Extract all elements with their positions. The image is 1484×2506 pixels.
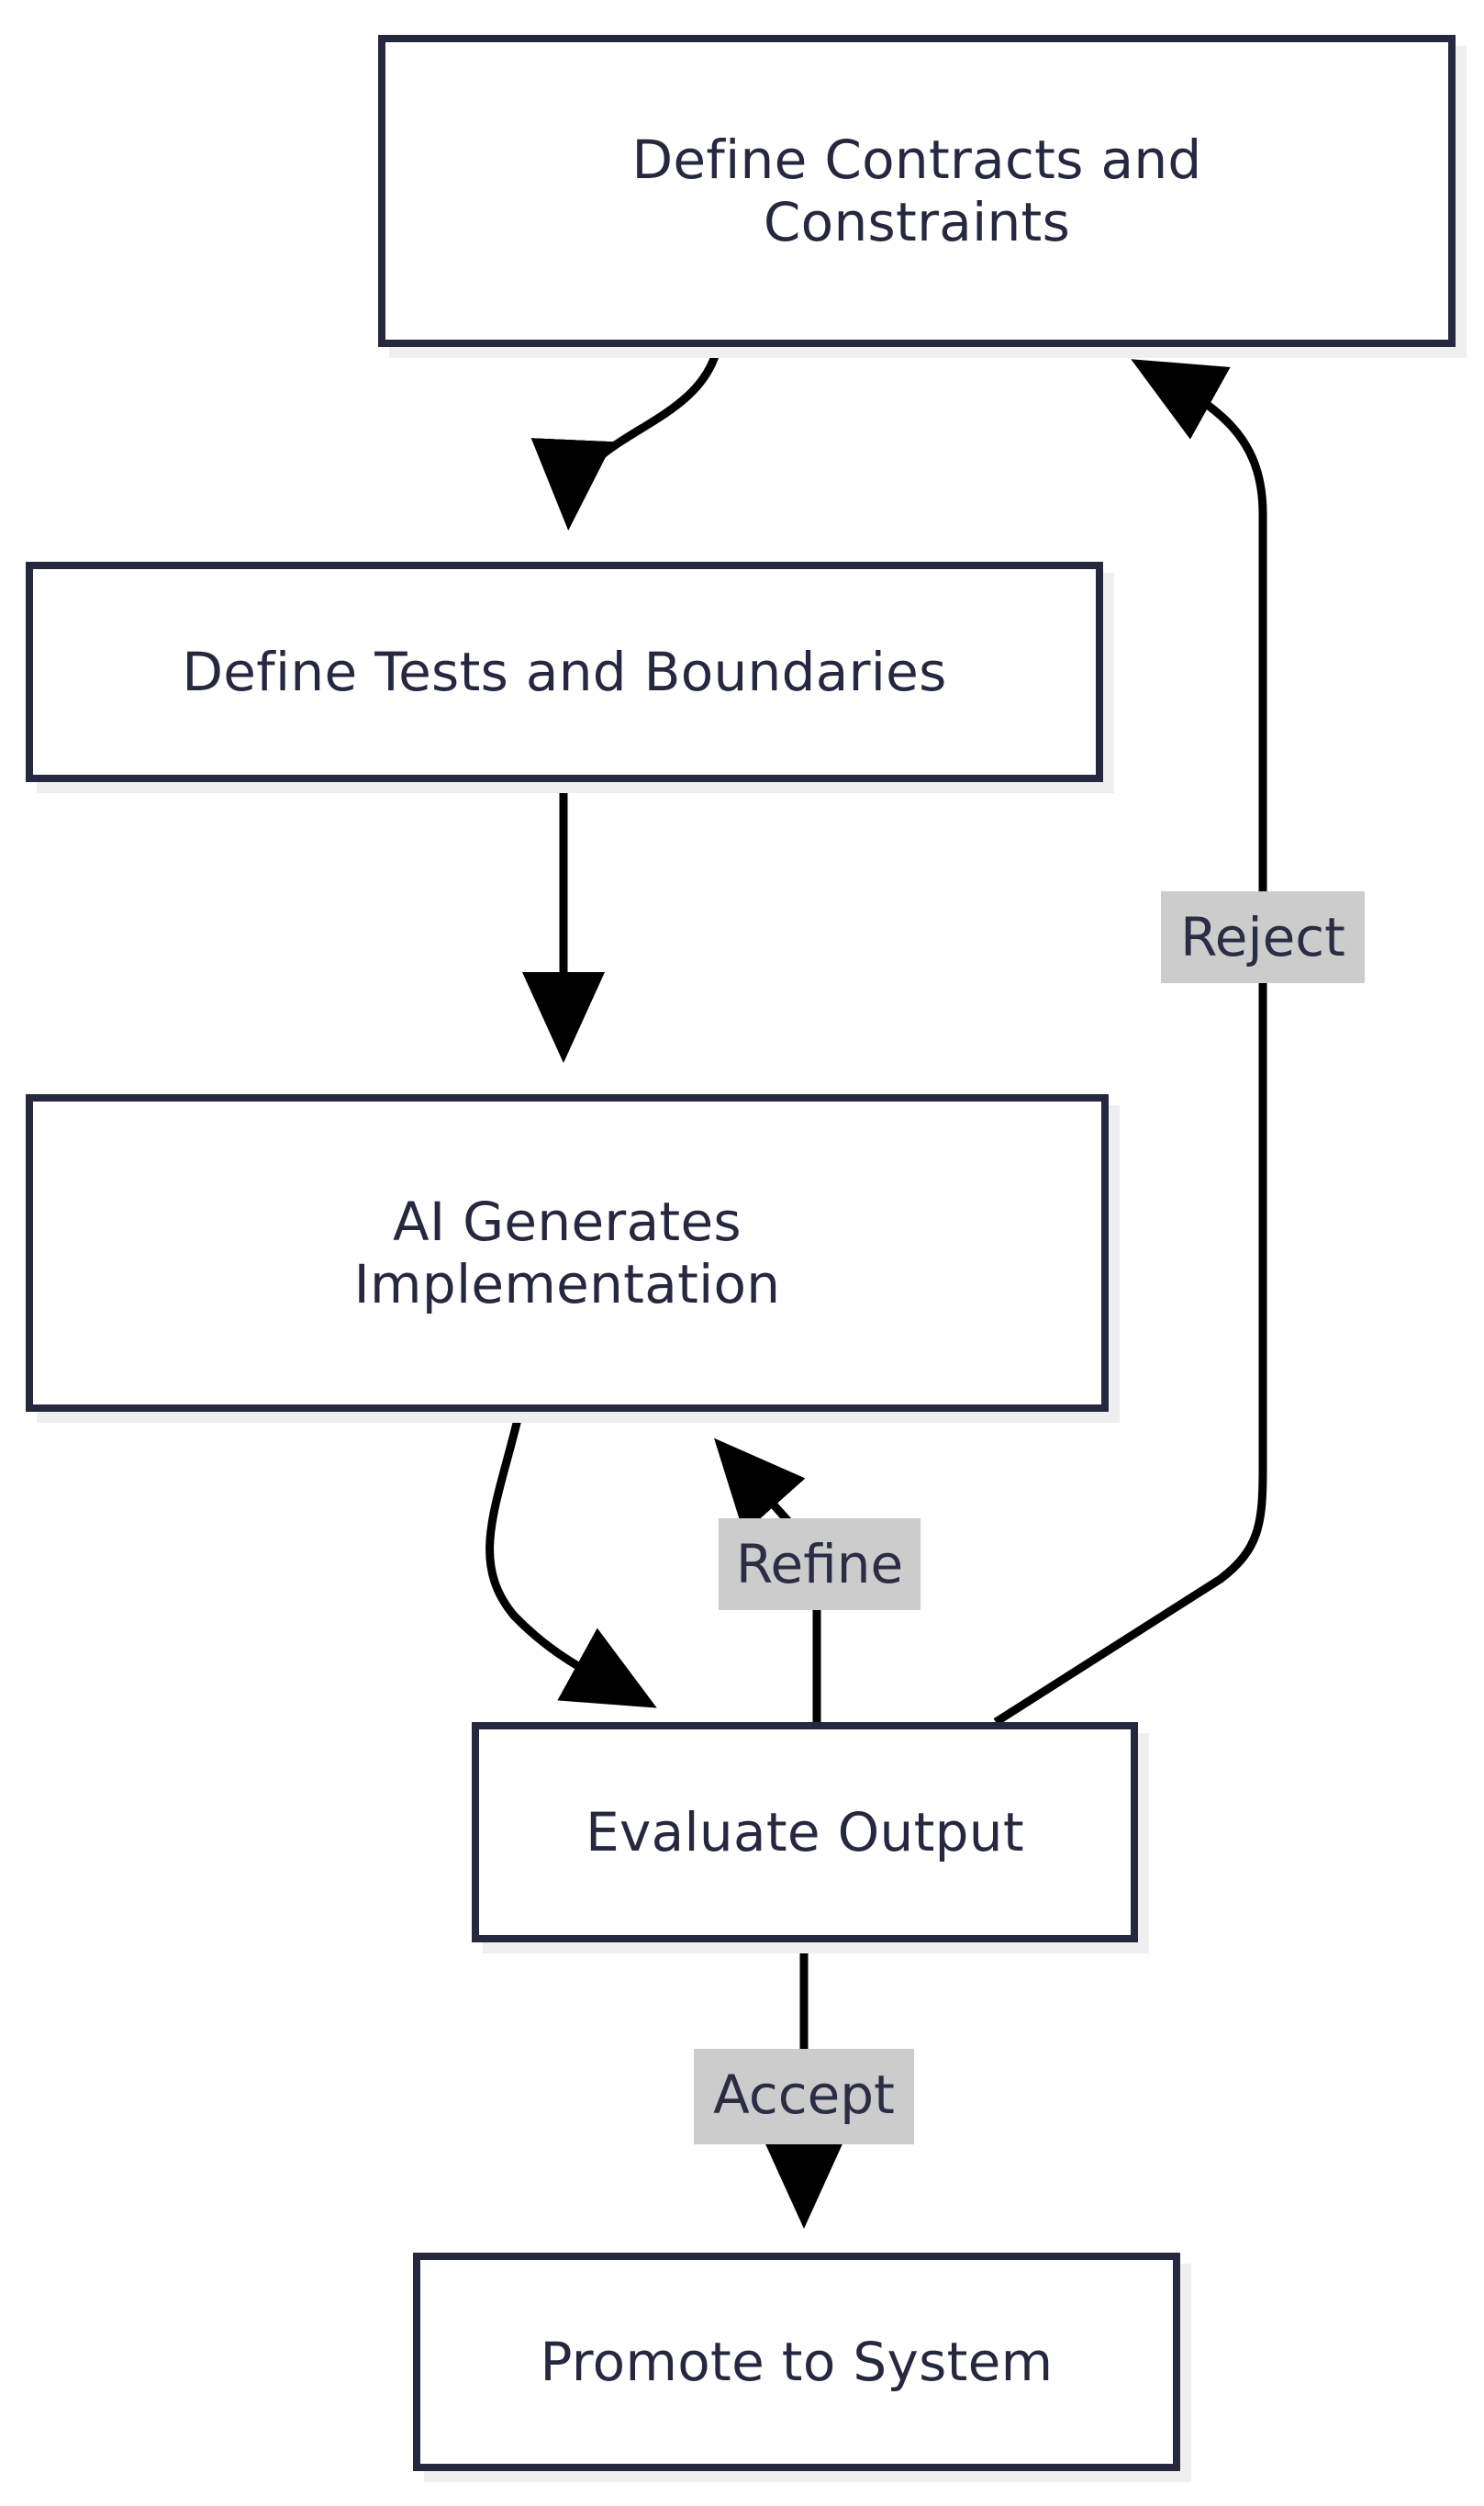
edge-contracts-to-tests [530, 345, 722, 531]
node-define-contracts-label: Define Contracts and Constraints [631, 128, 1202, 253]
node-evaluate-output[interactable]: Evaluate Output [472, 1722, 1138, 1942]
edge-label-accept: Accept [694, 2049, 914, 2144]
node-promote-to-system-label: Promote to System [540, 2330, 1054, 2393]
node-ai-generates-label: AI Generates Implementation [353, 1190, 781, 1315]
node-evaluate-output-label: Evaluate Output [586, 1800, 1024, 1863]
edge-label-reject: Reject [1161, 891, 1365, 983]
node-promote-to-system[interactable]: Promote to System [413, 2253, 1180, 2471]
node-define-tests-label: Define Tests and Boundaries [182, 640, 947, 703]
node-ai-generates[interactable]: AI Generates Implementation [26, 1094, 1109, 1412]
edge-evaluate-to-contracts-reject [993, 359, 1267, 1726]
edge-ai-to-evaluate [485, 1410, 657, 1708]
edge-label-refine: Refine [719, 1518, 921, 1610]
node-define-contracts[interactable]: Define Contracts and Constraints [378, 35, 1456, 347]
node-define-tests[interactable]: Define Tests and Boundaries [26, 562, 1103, 782]
